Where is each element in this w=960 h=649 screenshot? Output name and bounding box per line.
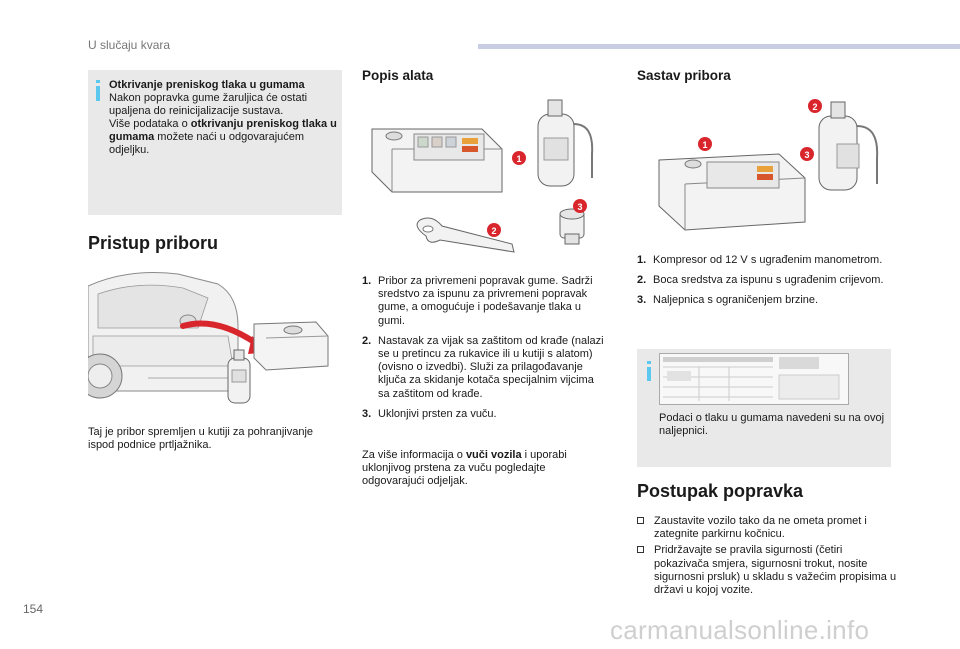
heading-repair: Postupak popravka — [637, 481, 804, 501]
watermark: carmanualsonline.info — [610, 615, 870, 645]
list-item: Zaustavite vozilo tako da ne ometa prome… — [637, 515, 897, 541]
header-bar — [478, 44, 960, 49]
info-icon — [96, 86, 100, 101]
kit-list: 1.Kompresor od 12 V s ugrađenim manometr… — [637, 254, 891, 315]
page-number: 154 — [23, 602, 44, 616]
tool-list: 1.Pribor za privremeni popravak gume. Sa… — [362, 275, 604, 428]
info-icon-dot — [96, 80, 100, 83]
svg-text:3: 3 — [804, 150, 809, 160]
svg-text:1: 1 — [516, 154, 521, 164]
tyre-pressure-label-image — [659, 353, 849, 405]
heading-tool-list: Popis alata — [362, 68, 434, 83]
repair-steps: Zaustavite vozilo tako da ne ometa prome… — [637, 515, 897, 600]
info-text: Otkrivanje preniskog tlaka u gumama Nako… — [109, 79, 337, 156]
list-item: 2.Nastavak za vijak sa zaštitom od krađe… — [362, 334, 604, 400]
list-item: Pridržavajte se pravila sigurnosti (četi… — [637, 544, 897, 597]
svg-text:3: 3 — [577, 202, 582, 212]
info-icon — [647, 367, 651, 381]
list-item: 2.Boca sredstva za ispunu s ugrađenim cr… — [637, 274, 884, 287]
label-info-text: Podaci o tlaku u gumama navedeni su na o… — [659, 412, 885, 437]
illustration-kit: 1 2 3 — [637, 92, 891, 248]
list-item: 3.Uklonjivi prsten za vuču. — [362, 407, 497, 420]
section-title: U slučaju kvara — [88, 38, 171, 52]
heading-access: Pristup priboru — [88, 233, 218, 253]
info-icon-dot — [647, 361, 651, 364]
checkbox-bullet-icon — [637, 546, 644, 554]
svg-text:2: 2 — [491, 226, 496, 236]
svg-text:1: 1 — [702, 140, 707, 150]
illustration-car-trunk — [88, 266, 342, 411]
caption-storage: Taj je pribor spremljen u kutiji za pohr… — [88, 426, 314, 451]
list-item: 3.Naljepnica s ograničenjem brzine. — [637, 294, 819, 307]
info-text-1: Nakon popravka gume žaruljica će ostati … — [109, 92, 308, 117]
info-box-pressure: Otkrivanje preniskog tlaka u gumama Nako… — [88, 70, 342, 215]
svg-text:2: 2 — [812, 102, 817, 112]
info-box-label: Podaci o tlaku u gumama navedeni su na o… — [637, 349, 891, 467]
towing-note: Za više informacija o vuči vozila i upor… — [362, 449, 567, 487]
checkbox-bullet-icon — [637, 517, 644, 524]
illustration-tools: 1 2 3 — [362, 94, 602, 264]
list-item: 1.Pribor za privremeni popravak gume. Sa… — [362, 275, 593, 327]
list-item: 1.Kompresor od 12 V s ugrađenim manometr… — [637, 254, 883, 266]
info-title: Otkrivanje preniskog tlaka u gumama — [109, 79, 305, 91]
heading-kit-contents: Sastav pribora — [637, 68, 731, 83]
